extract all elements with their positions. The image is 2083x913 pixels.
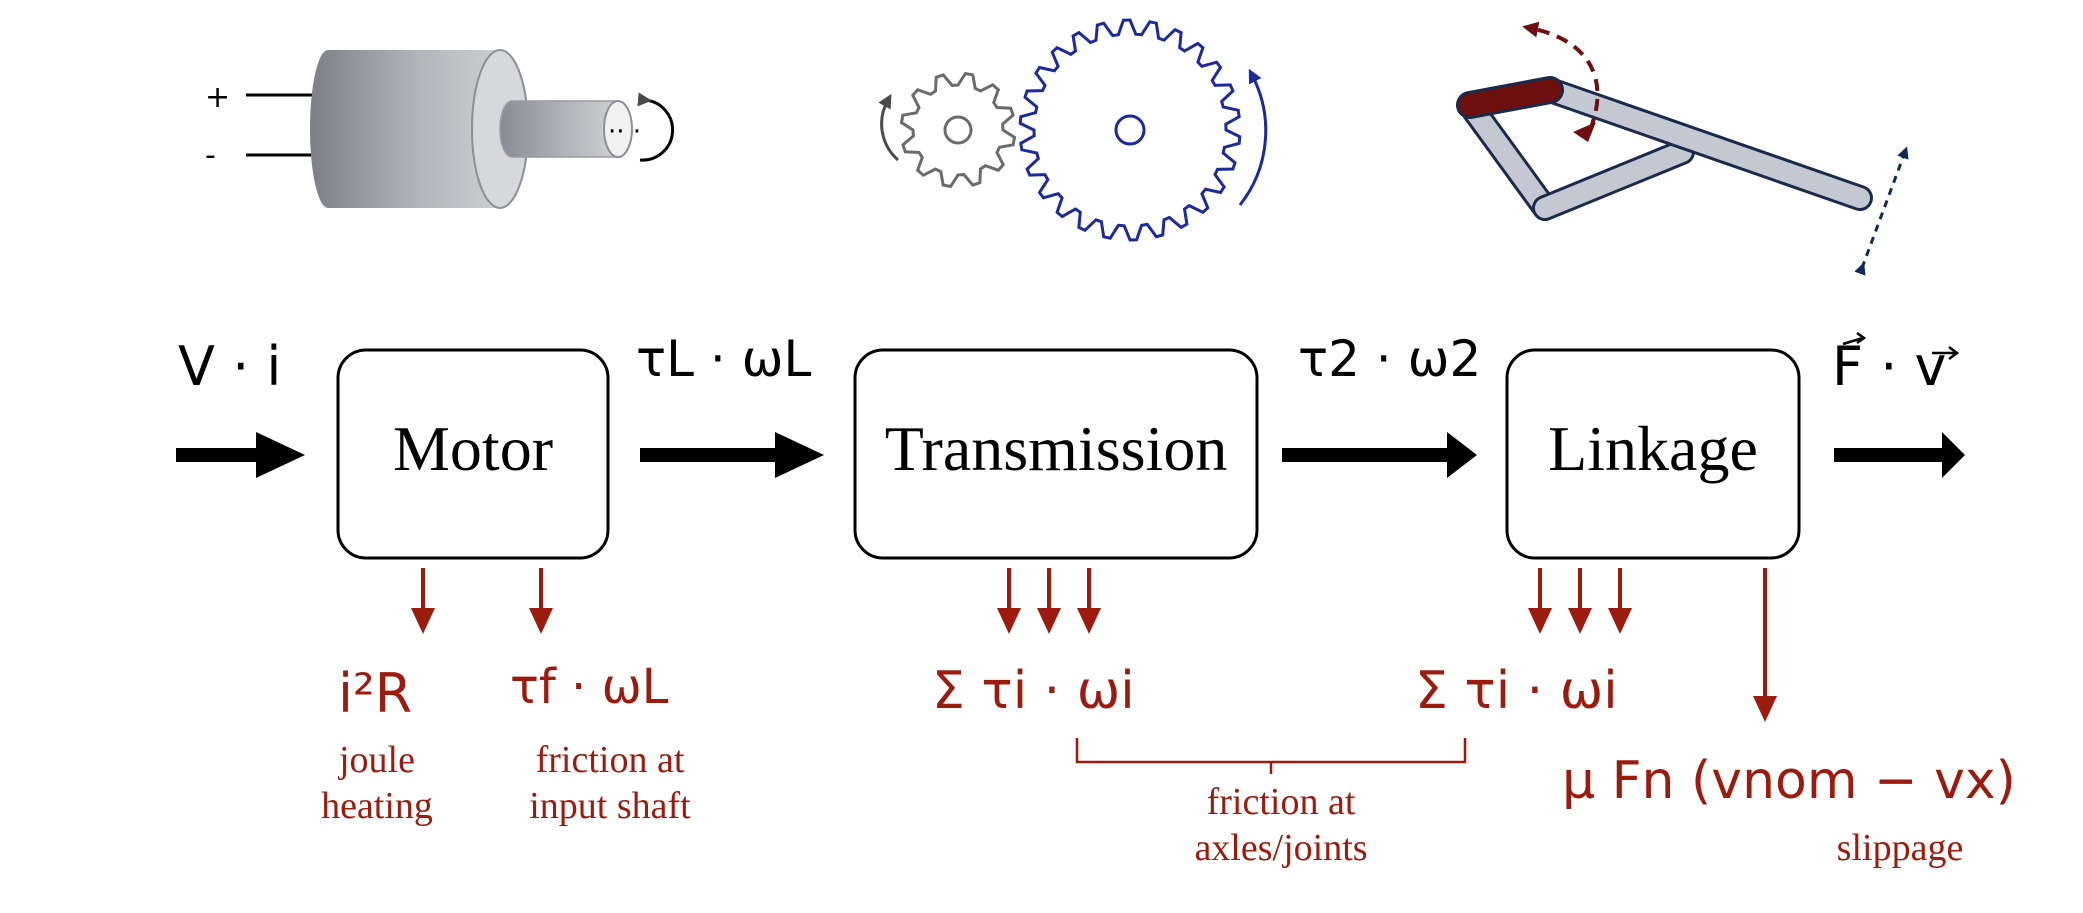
motor-block-label: Motor <box>393 413 553 484</box>
flow-arrow-motor-to-transmission <box>640 432 824 478</box>
flow-arrow-output <box>1834 432 1965 478</box>
gear-pair-icon <box>878 18 1268 242</box>
input-power-label: V · i <box>178 335 281 398</box>
joint-friction-caption-line1: friction at <box>1207 781 1356 823</box>
transmission-block-label: Transmission <box>885 413 1228 484</box>
force-vector-arrow <box>1842 331 1867 346</box>
loss-arrows <box>411 568 1777 722</box>
flow-arrow-input <box>176 432 305 478</box>
dc-motor-icon: + - ·· · <box>205 49 675 209</box>
motor-plus-terminal: + <box>205 80 230 115</box>
transmission-friction-expression: Σ τi · ωi <box>932 661 1135 721</box>
linkage-block: Linkage <box>1505 348 1801 560</box>
joint-friction-caption-line2: axles/joints <box>1194 827 1367 869</box>
large-gear-icon <box>1018 18 1242 242</box>
joule-caption-line2: heating <box>321 785 433 827</box>
motor-shaft-dots: ·· · <box>608 117 641 147</box>
joule-caption-line1: joule <box>337 739 415 781</box>
transmission-block: Transmission <box>853 348 1259 560</box>
small-gear-icon <box>899 71 1017 189</box>
slippage-expression: μ Fn (vnom − vx) <box>1562 751 2016 811</box>
velocity-vector-arrow <box>1932 346 1960 360</box>
linkage-block-label: Linkage <box>1548 413 1758 484</box>
slippage-caption: slippage <box>1837 827 1964 869</box>
linkage-mechanism-icon <box>1456 21 1909 276</box>
motor-minus-terminal: - <box>205 138 216 173</box>
motor-block: Motor <box>336 348 610 560</box>
output-power-label: F · v <box>1832 335 1947 398</box>
flow-arrow-transmission-to-linkage <box>1282 432 1477 478</box>
shaft-friction-expression: τf · ωL <box>510 659 669 715</box>
shaft-friction-caption-line1: friction at <box>536 739 685 781</box>
joint-friction-bracket <box>1075 738 1467 774</box>
linkage-friction-expression: Σ τi · ωi <box>1415 661 1618 721</box>
shaft-friction-caption-line2: input shaft <box>529 785 691 827</box>
joule-loss-expression: i²R <box>338 662 412 725</box>
transmission-output-power-label: τ2 · ω2 <box>1298 330 1481 388</box>
motor-output-power-label: τL · ωL <box>636 330 812 388</box>
